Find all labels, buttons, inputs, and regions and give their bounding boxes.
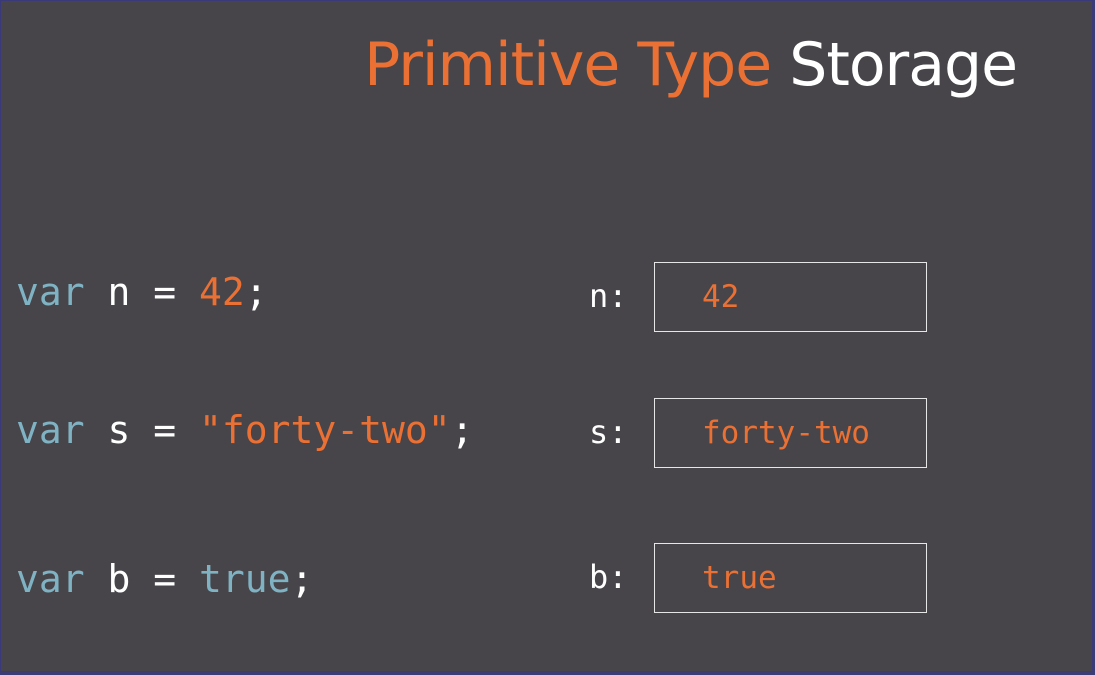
semicolon: ; bbox=[290, 557, 314, 601]
storage-label-s: s: bbox=[589, 413, 628, 451]
assignment-text: n = bbox=[84, 270, 200, 314]
slide-title: Primitive Type Storage bbox=[364, 25, 1018, 105]
storage-value-b: true bbox=[702, 560, 777, 596]
storage-value-s: forty-two bbox=[702, 415, 870, 451]
keyword-var: var bbox=[16, 270, 85, 314]
keyword-var: var bbox=[16, 408, 85, 452]
storage-label-n: n: bbox=[589, 277, 628, 315]
semicolon: ; bbox=[450, 408, 474, 452]
keyword-var: var bbox=[16, 557, 85, 601]
number-literal: 42 bbox=[199, 270, 245, 314]
code-line-s: var s = "forty-two"; bbox=[16, 405, 474, 455]
assignment-text: s = bbox=[84, 408, 200, 452]
storage-value-n: 42 bbox=[702, 279, 740, 315]
storage-cell-s: forty-two bbox=[654, 398, 927, 468]
title-accent-text: Primitive Type bbox=[364, 30, 772, 100]
string-literal: "forty-two" bbox=[199, 408, 451, 452]
semicolon: ; bbox=[244, 270, 268, 314]
boolean-literal: true bbox=[199, 557, 291, 601]
title-plain-text: Storage bbox=[789, 30, 1018, 100]
storage-cell-b: true bbox=[654, 543, 927, 613]
storage-label-b: b: bbox=[589, 558, 628, 596]
assignment-text: b = bbox=[84, 557, 200, 601]
storage-cell-n: 42 bbox=[654, 262, 927, 332]
code-line-n: var n = 42; bbox=[16, 267, 268, 317]
code-line-b: var b = true; bbox=[16, 554, 313, 604]
